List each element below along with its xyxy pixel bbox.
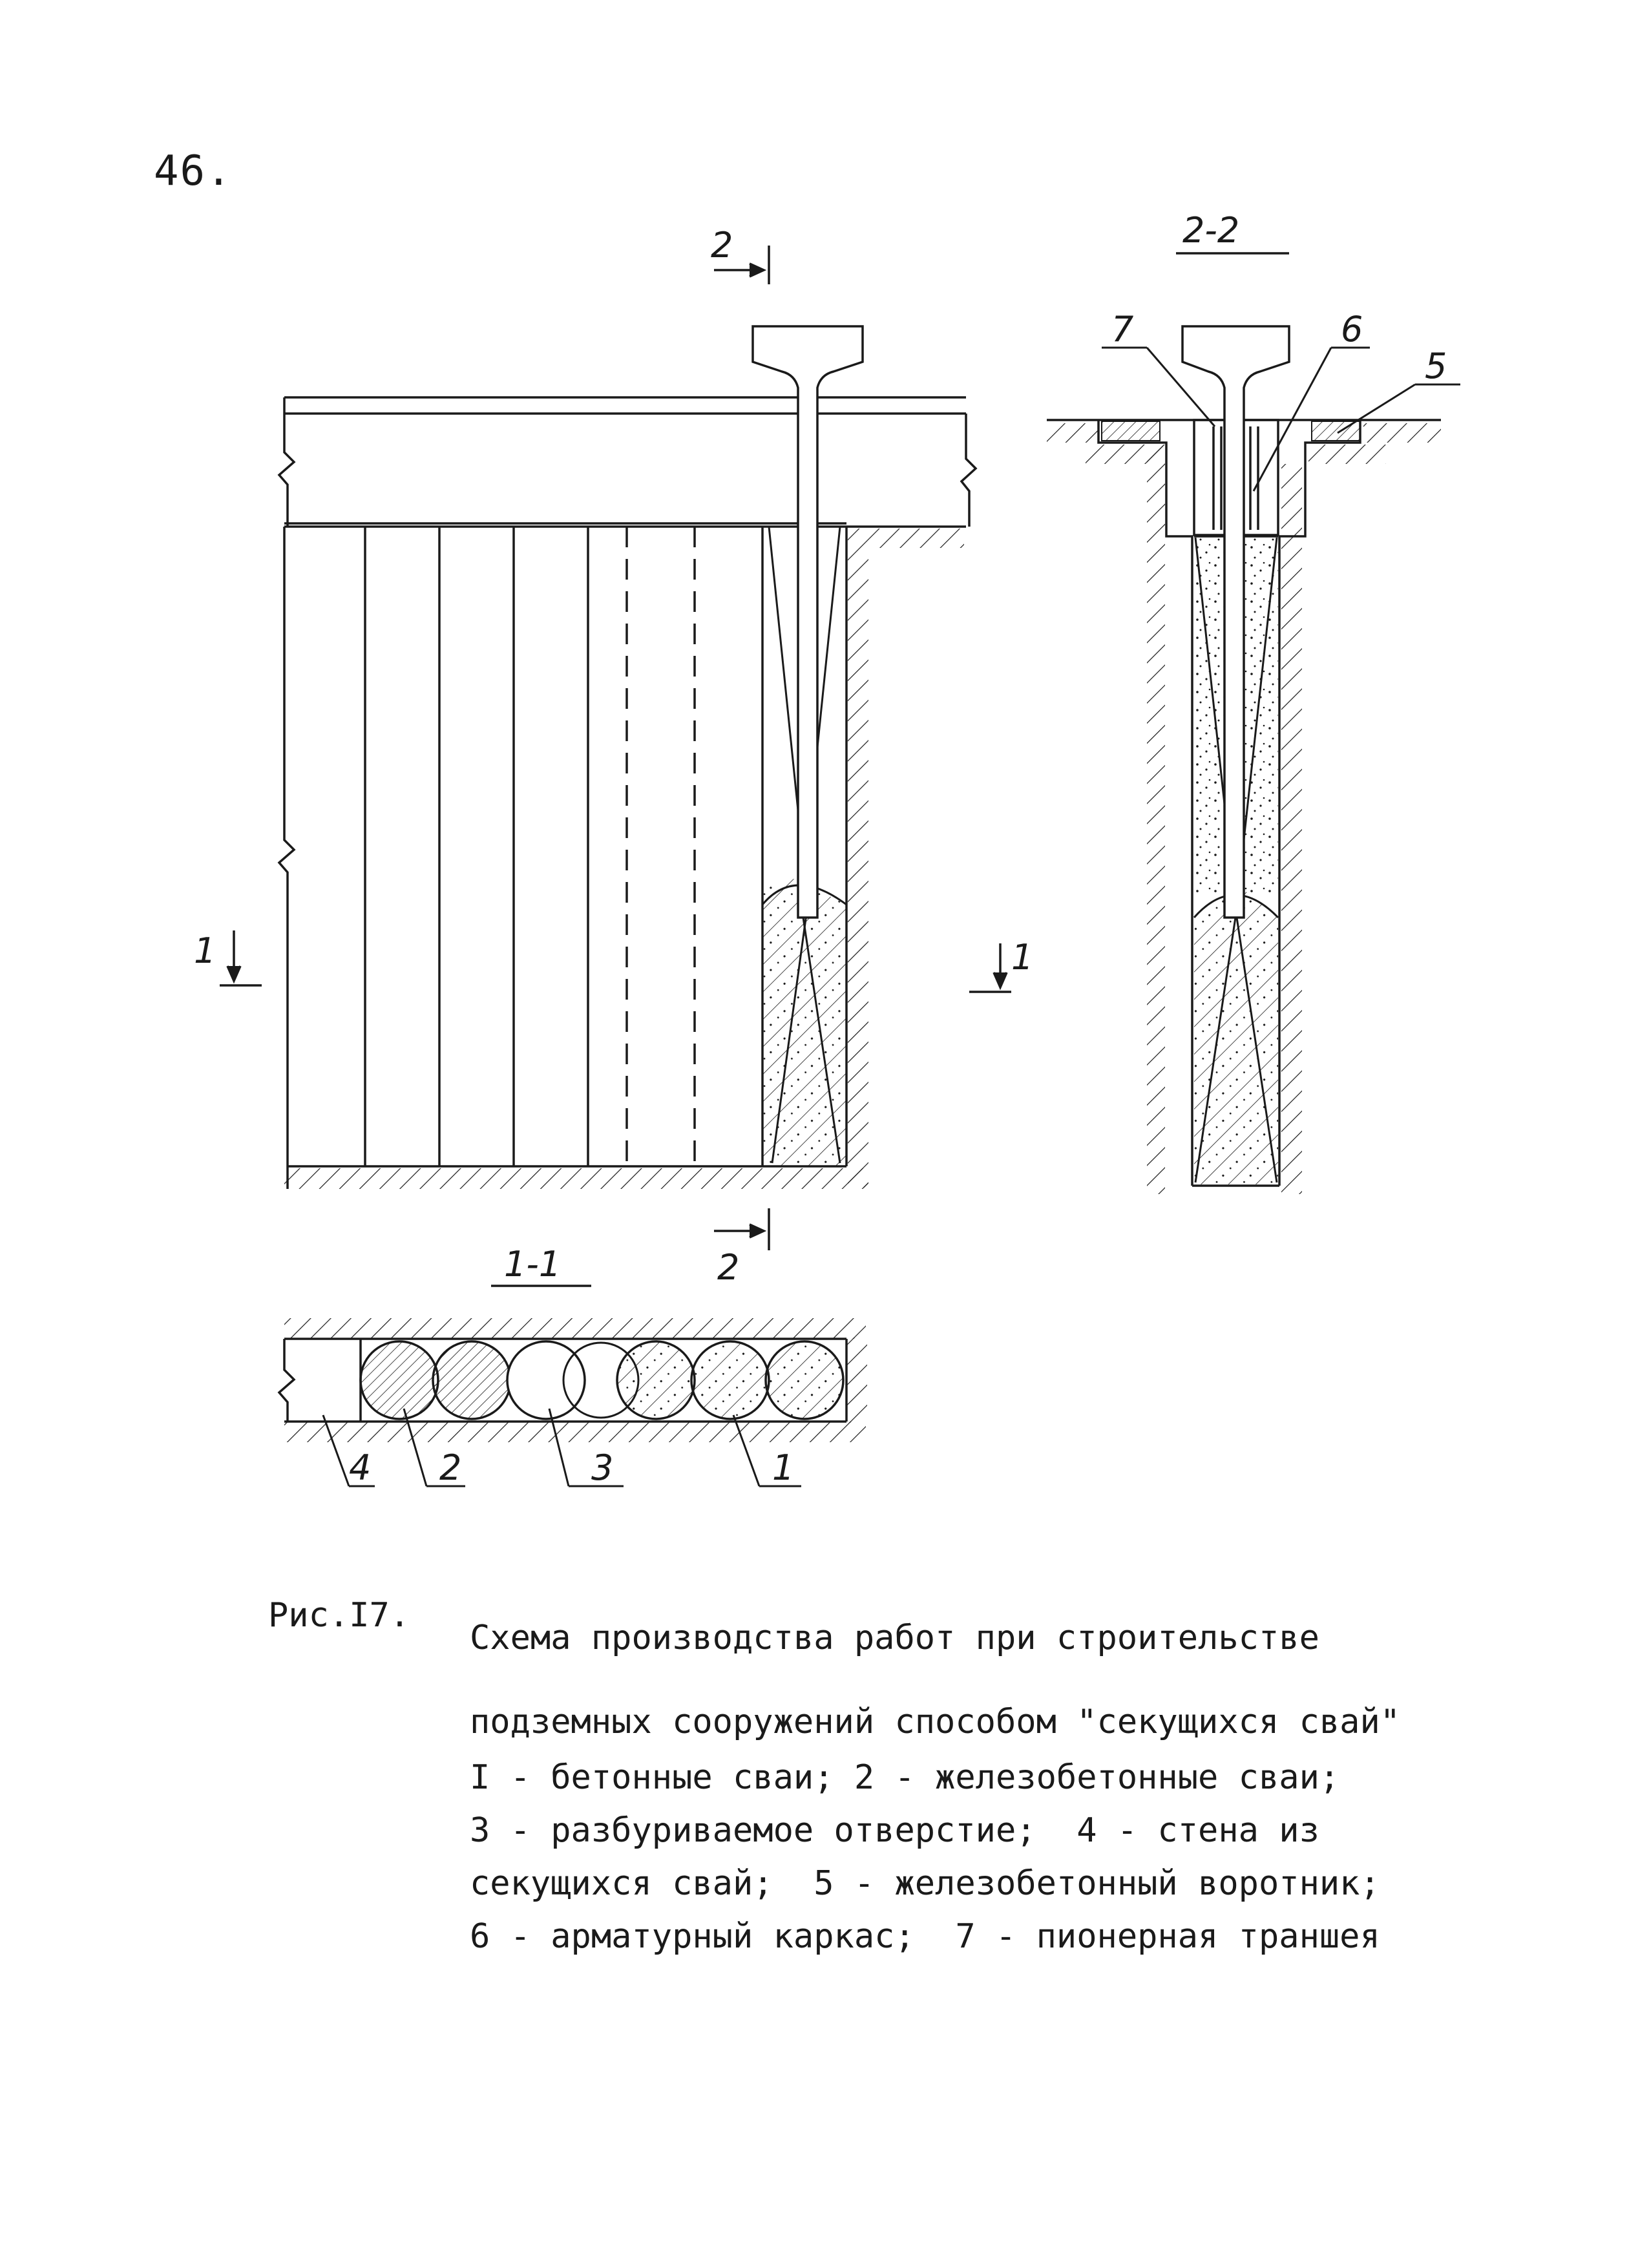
section-22-title: 2-2: [1182, 210, 1239, 251]
legend-line-1: I - бетонные сваи; 2 - железобетонные св…: [470, 1758, 1340, 1797]
soil-hatch-right: [848, 548, 868, 1188]
callout-3: 3: [591, 1447, 613, 1488]
elevation-view: [277, 396, 978, 1189]
rc-pile-circle: [432, 1340, 512, 1420]
callout-leaders-22: [1102, 346, 1460, 492]
legend-line-2: 3 - разбуриваемое отверстие; 4 - стена и…: [470, 1811, 1319, 1850]
collar-5-left: [1101, 421, 1161, 441]
callout-4: 4: [349, 1447, 371, 1488]
callout-1: 1: [772, 1447, 794, 1488]
concrete-pile-circle: [616, 1340, 696, 1420]
section-mark-1-left-label: 1: [194, 930, 216, 971]
section-mark-2-bottom: [714, 1208, 770, 1250]
section-mark-2-bottom-label: 2: [717, 1247, 739, 1288]
figure-title: Схема производства работ при строительст…: [470, 1596, 1400, 1764]
drill-rig-section: [1181, 325, 1290, 919]
figure-title-line-1: Схема производства работ при строительст…: [470, 1619, 1319, 1657]
concrete-pile-circle: [690, 1340, 770, 1420]
section-11-title: 1-1: [504, 1244, 561, 1285]
section-mark-1-right: [969, 943, 1011, 993]
callout-leaders-11: [322, 1408, 801, 1487]
drilled-hole-circle: [506, 1340, 586, 1420]
figure-label: Рис.I7.: [268, 1596, 410, 1635]
section-mark-2-top-label: 2: [711, 225, 733, 266]
callout-6: 6: [1341, 309, 1363, 350]
concrete-fill-lower: [1194, 882, 1278, 1184]
callout-2: 2: [439, 1447, 461, 1488]
page-number: 46.: [154, 147, 233, 195]
legend-line-3: секущихся свай; 5 - железобетонный ворот…: [470, 1864, 1380, 1903]
section-mark-1-left: [220, 930, 262, 987]
section-mark-2-top: [714, 246, 770, 284]
callout-7: 7: [1111, 309, 1133, 350]
concrete-pile-fill: [762, 879, 846, 1166]
figure-legend: I - бетонные сваи; 2 - железобетонные св…: [470, 1751, 1380, 1963]
figure-title-line-2: подземных сооружений способом "секущихся…: [470, 1703, 1401, 1741]
legend-line-4: 6 - арматурный каркас; 7 - пионерная тра…: [470, 1917, 1380, 1956]
section-mark-1-right-label: 1: [1011, 937, 1033, 978]
rc-pile-circle: [359, 1340, 439, 1420]
soil-hatch-bottom: [284, 1168, 868, 1189]
section-11-view: [277, 1318, 867, 1442]
soil-hatch-top: [848, 529, 964, 548]
callout-5: 5: [1425, 346, 1447, 386]
drill-rig-elevation: [751, 325, 864, 919]
concrete-pile-circle: [764, 1340, 845, 1420]
